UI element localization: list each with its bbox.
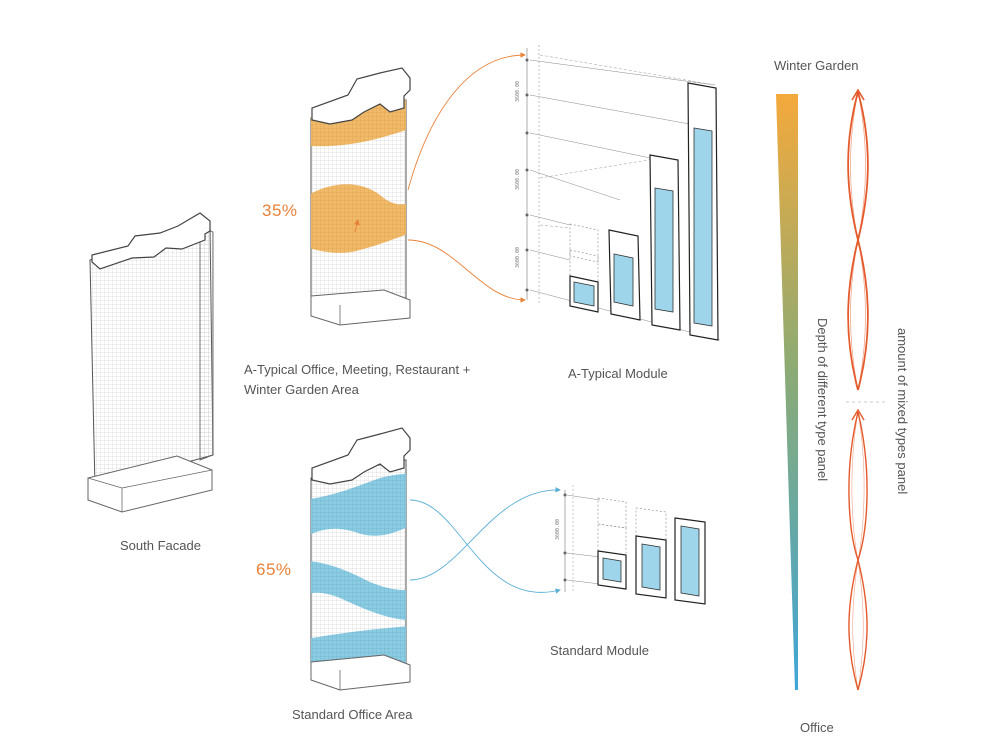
standard-tower xyxy=(310,427,411,691)
standard-panel-2 xyxy=(635,535,667,599)
standard-area-label: Standard Office Area xyxy=(292,707,413,722)
standard-module-label: Standard Module xyxy=(550,643,650,658)
standard-panel-3 xyxy=(674,517,706,605)
blue-band-middle xyxy=(311,560,406,621)
atypical-tower xyxy=(310,67,411,326)
south-facade-label: South Facade xyxy=(120,538,201,553)
mixed-panel-waves xyxy=(846,88,888,691)
atypical-panel-2 xyxy=(608,229,641,321)
atypical-dimension-2: 3600.00 xyxy=(515,168,521,190)
depth-axis-label: Depth of different type panel xyxy=(815,318,830,482)
atypical-connectors xyxy=(353,52,526,303)
office-label: Office xyxy=(800,720,834,735)
atypical-panel-1 xyxy=(569,275,599,313)
standard-dimension-1: 3600.00 xyxy=(555,518,561,540)
mixed-axis-label: amount of mixed types panel xyxy=(895,328,910,495)
atypical-panel-3 xyxy=(649,154,681,331)
atypical-dimension-3: 3600.00 xyxy=(515,246,521,268)
atypical-panel-4 xyxy=(687,82,719,341)
standard-connectors xyxy=(409,487,561,594)
atypical-module-detail xyxy=(525,45,721,341)
depth-gradient-wedge xyxy=(776,94,798,690)
atypical-area-label-line1: A-Typical Office, Meeting, Restaurant + xyxy=(244,362,471,377)
atypical-module-label: A-Typical Module xyxy=(568,366,668,381)
atypical-percentage: 35% xyxy=(262,201,298,220)
standard-panel-1 xyxy=(597,550,627,590)
orange-band-lower xyxy=(311,184,406,253)
winter-garden-label: Winter Garden xyxy=(774,58,859,73)
atypical-dimension-1: 3600.00 xyxy=(515,80,521,102)
standard-module-detail xyxy=(563,485,706,605)
south-facade-tower xyxy=(87,212,214,513)
standard-percentage: 65% xyxy=(256,560,292,579)
blue-band-upper xyxy=(311,472,406,540)
atypical-area-label-line2: Winter Garden Area xyxy=(244,382,359,397)
